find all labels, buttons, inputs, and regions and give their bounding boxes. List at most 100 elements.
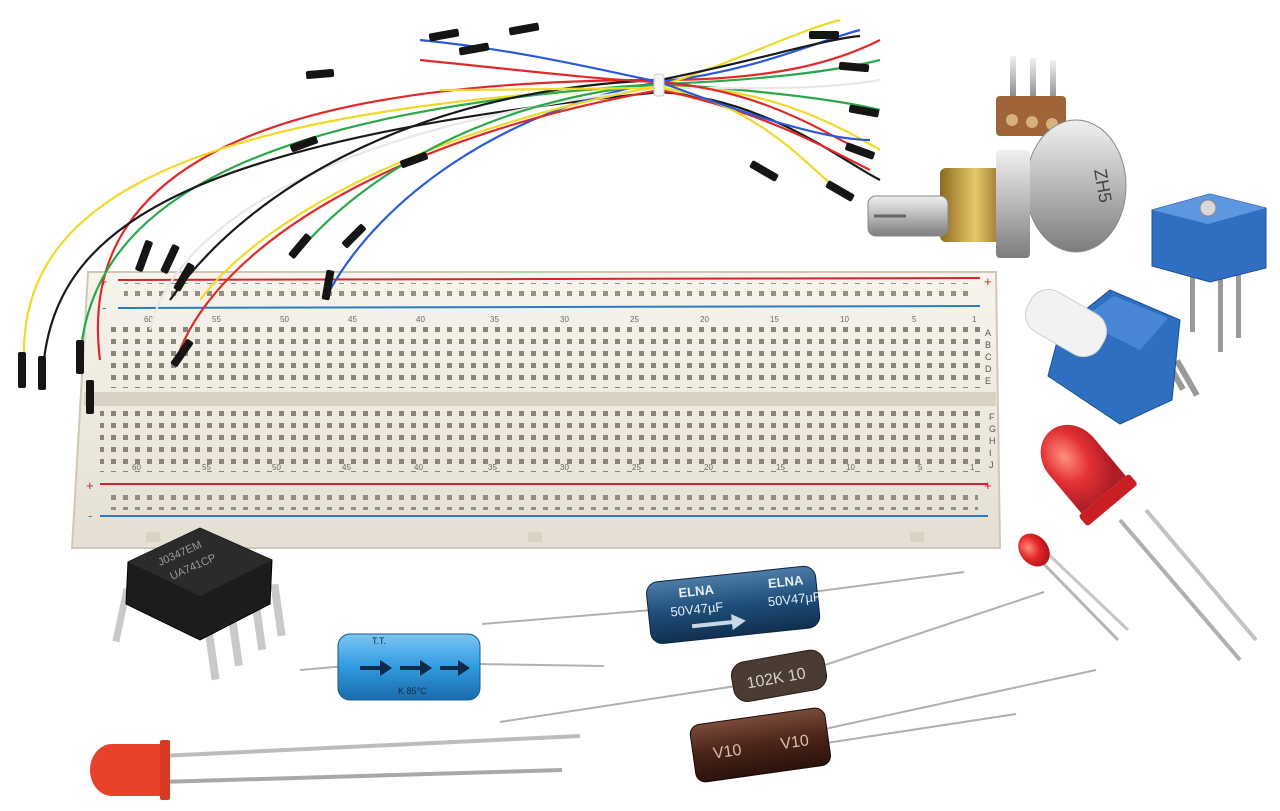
jumper-wire-red[interactable] bbox=[178, 88, 871, 351]
cap-bottom-marking: K 85°C bbox=[398, 686, 427, 696]
jumper-wire-red[interactable] bbox=[96, 39, 881, 361]
cap-brand: ELNA bbox=[678, 582, 715, 601]
column-number: 15 bbox=[776, 463, 785, 472]
cap-top-marking: T.T. bbox=[372, 636, 386, 646]
jumper-wire-blue[interactable] bbox=[329, 28, 861, 291]
cap-lead bbox=[481, 609, 653, 625]
led-lead bbox=[159, 734, 581, 758]
breadboard-tab bbox=[910, 532, 924, 542]
led-lead bbox=[1144, 508, 1258, 642]
trimmer-pin bbox=[1236, 262, 1241, 338]
rail-plus-bottom-left: + bbox=[86, 478, 94, 493]
column-number: 35 bbox=[490, 315, 499, 324]
polarity-arrow-icons bbox=[360, 660, 470, 676]
column-numbers-top: 60 55 50 45 40 35 30 25 20 15 10 5 1 bbox=[144, 315, 977, 324]
resistor-lead bbox=[821, 591, 1045, 667]
cap-brand: ELNA bbox=[767, 572, 804, 591]
column-number: 55 bbox=[212, 315, 221, 324]
jumper-wire-yellow[interactable] bbox=[439, 86, 851, 201]
cap-lead bbox=[475, 663, 605, 667]
wire-connector-pin bbox=[38, 356, 46, 390]
wire-connector-pin bbox=[428, 28, 460, 42]
capacitor-brown-radial[interactable]: V10 V10 bbox=[689, 669, 1097, 783]
pot-terminal bbox=[1026, 116, 1038, 128]
jumper-wire-black[interactable] bbox=[169, 34, 861, 301]
jumper-wire-red[interactable] bbox=[419, 58, 861, 151]
pot-nut bbox=[996, 150, 1030, 258]
wire-connector-pin bbox=[458, 42, 490, 56]
wire-connector-pin bbox=[749, 160, 779, 182]
arrow-right-icon bbox=[360, 660, 392, 676]
row-letter: H bbox=[989, 436, 996, 446]
arrow-right-icon bbox=[440, 660, 470, 676]
column-number: 25 bbox=[630, 315, 639, 324]
row-letter: A bbox=[985, 328, 991, 338]
led-lead bbox=[1034, 554, 1120, 642]
column-number: 40 bbox=[416, 315, 425, 324]
breadboard[interactable]: + + - + + - A B C D E F G H I J 60 55 50… bbox=[70, 271, 1002, 549]
arrow-right-icon bbox=[691, 614, 746, 631]
trimmer-white-knob[interactable] bbox=[1018, 282, 1114, 364]
column-numbers-bottom: 60 55 50 45 40 35 30 25 20 15 10 5 1 bbox=[132, 463, 975, 472]
rail-minus-bottom-left: - bbox=[88, 508, 92, 523]
row-letter: F bbox=[989, 412, 995, 422]
wire-connector-pin bbox=[135, 240, 153, 272]
led-lead bbox=[1044, 550, 1130, 632]
column-number: 45 bbox=[348, 315, 357, 324]
cap-lead bbox=[819, 713, 1017, 745]
breadboard-tab bbox=[528, 532, 542, 542]
cap-marking: V10 bbox=[779, 732, 810, 753]
resistor-lead bbox=[499, 685, 737, 723]
capacitor-elna-axial[interactable]: ELNA ELNA 50V47µF 50V47µF bbox=[481, 565, 965, 645]
column-number: 35 bbox=[488, 463, 497, 472]
pot-pin bbox=[1010, 56, 1016, 102]
trimmer-pin bbox=[1218, 268, 1223, 352]
jumper-wire-bundle[interactable] bbox=[22, 18, 881, 361]
row-letter: C bbox=[985, 352, 992, 362]
jumper-wire-white[interactable] bbox=[148, 78, 881, 331]
trimmer-potentiometer-knob[interactable] bbox=[1018, 282, 1200, 425]
pot-pin bbox=[1030, 58, 1036, 104]
wire-connector-pin bbox=[342, 224, 366, 248]
trimmer-potentiometer-upright[interactable] bbox=[1151, 193, 1267, 352]
cap-lead bbox=[811, 571, 965, 593]
wire-connector-pin bbox=[18, 352, 26, 388]
cap-body bbox=[689, 707, 831, 783]
led-large-red[interactable] bbox=[1025, 410, 1258, 662]
column-number: 20 bbox=[700, 315, 709, 324]
led-lead bbox=[1118, 518, 1242, 662]
top-rail-holes bbox=[124, 283, 974, 303]
jumper-wire-green[interactable] bbox=[299, 58, 881, 251]
column-number: 15 bbox=[770, 315, 779, 324]
led-flange bbox=[160, 740, 170, 800]
pot-pin bbox=[1050, 60, 1056, 106]
capacitor-blue-axial[interactable]: T.T. K 85°C bbox=[299, 633, 605, 701]
row-letters-bottom: F G H I J bbox=[989, 412, 996, 470]
wire-connector-pin bbox=[838, 61, 870, 73]
top-rail-blue-line bbox=[117, 305, 981, 309]
wire-connector-pin bbox=[290, 136, 318, 152]
trimmer-face bbox=[1080, 296, 1168, 350]
wire-connector-pin bbox=[173, 262, 195, 292]
wire-connector-pin bbox=[170, 339, 194, 367]
cap-rating: 50V47µF bbox=[670, 599, 724, 619]
cap-marking: V10 bbox=[712, 742, 743, 763]
ic-chip-dip8[interactable]: J0347EM UA741CP bbox=[112, 527, 286, 681]
led-dome bbox=[90, 744, 164, 796]
wire-connector-pin bbox=[321, 269, 335, 301]
trimmer-adjust-screw-icon[interactable] bbox=[1199, 199, 1217, 217]
column-number: 60 bbox=[144, 315, 153, 324]
potentiometer[interactable]: ZH5 bbox=[867, 56, 1127, 258]
jumper-wire-green[interactable] bbox=[78, 82, 881, 361]
row-letters-top: A B C D E bbox=[985, 328, 992, 386]
led-small-red[interactable] bbox=[1012, 527, 1130, 642]
jumper-wire-black[interactable] bbox=[42, 90, 881, 361]
jumper-wire-yellow[interactable] bbox=[22, 84, 881, 361]
jumper-wire-yellow[interactable] bbox=[199, 18, 841, 301]
resistor[interactable]: 102K 10 bbox=[499, 591, 1045, 723]
led-orange-5mm[interactable] bbox=[90, 734, 581, 800]
wire-connector-pin bbox=[845, 142, 875, 160]
wire-connector-pin bbox=[305, 68, 335, 80]
wire-connector-pin bbox=[76, 340, 84, 374]
